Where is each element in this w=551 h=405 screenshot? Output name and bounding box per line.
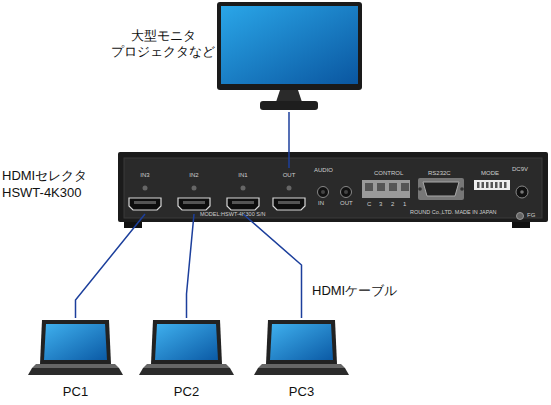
panel-label: C	[367, 201, 371, 207]
svg-circle	[341, 187, 352, 198]
panel-label: OUT	[340, 200, 353, 206]
node-text: PC2	[139, 384, 234, 401]
svg-circle	[321, 190, 325, 194]
panel-label: FG	[527, 212, 535, 218]
svg-rect	[134, 201, 156, 204]
svg-polygon	[254, 368, 349, 375]
svg-rect	[365, 183, 373, 191]
svg-rect	[474, 180, 510, 190]
node-text: IN1	[224, 172, 262, 180]
hdmi-cable	[243, 214, 302, 318]
panel-label: RS232C	[428, 170, 451, 176]
panel-label: MODE	[481, 170, 499, 176]
svg-rect	[377, 183, 385, 191]
hdmi-selector-shape	[0, 148, 551, 230]
svg-polygon	[139, 368, 234, 375]
svg-circle	[241, 186, 246, 191]
svg-polygon	[143, 364, 230, 368]
svg-circle	[520, 190, 524, 194]
panel-label: 3	[379, 201, 382, 207]
hdmi-port: OUT	[270, 168, 308, 214]
svg-polygon	[28, 368, 123, 375]
hdmi-port: IN3	[126, 168, 164, 214]
svg-rect	[495, 182, 498, 188]
laptop-pc: PC3	[254, 318, 349, 402]
svg-circle	[344, 190, 348, 194]
svg-polygon	[270, 324, 333, 360]
svg-polygon	[273, 198, 305, 210]
svg-rect	[124, 222, 142, 228]
svg-circle	[287, 186, 292, 191]
panel-label: IN	[318, 200, 324, 206]
svg-rect	[362, 180, 410, 198]
svg-rect	[118, 152, 548, 222]
svg-circle	[143, 186, 148, 191]
panel-label: 2	[391, 201, 394, 207]
svg-polygon	[129, 198, 161, 210]
svg-polygon	[151, 320, 222, 364]
svg-circle	[192, 186, 197, 191]
svg-rect	[500, 182, 503, 188]
svg-rect	[389, 183, 397, 191]
laptop-pc: PC1	[28, 318, 123, 402]
svg-polygon	[40, 320, 111, 364]
svg-circle	[516, 186, 528, 198]
panel-label: DC9V	[512, 166, 528, 172]
svg-circle	[318, 187, 329, 198]
svg-rect	[260, 101, 318, 110]
svg-polygon	[44, 324, 107, 360]
node-text: IN2	[175, 172, 213, 180]
svg-polygon	[423, 182, 459, 196]
svg-polygon	[266, 320, 337, 364]
node-text: HDMIセレクタ HSWT-4K300	[2, 168, 117, 202]
svg-rect	[221, 6, 358, 84]
node-text: OUT	[270, 172, 308, 180]
node-text: PC3	[254, 384, 349, 401]
panel-label: ROUND Co.,LTD. MADE IN JAPAN	[410, 210, 497, 216]
svg-rect	[504, 182, 507, 188]
laptop-pc: PC2	[139, 318, 234, 402]
cable-label: HDMIケーブル	[312, 284, 397, 297]
svg-circle	[418, 187, 422, 191]
svg-rect	[482, 182, 485, 188]
svg-rect	[232, 201, 254, 204]
hdmi-cable	[288, 112, 290, 168]
svg-rect	[278, 201, 300, 204]
hdmi-selector: HDMIセレクタ HSWT-4K300IN3IN2IN1OUT	[0, 148, 551, 230]
svg-polygon	[276, 90, 302, 102]
svg-polygon	[155, 324, 218, 360]
svg-rect	[217, 2, 362, 90]
svg-rect	[124, 158, 542, 218]
hdmi-port: IN2	[175, 168, 213, 214]
svg-rect	[183, 201, 205, 204]
svg-rect	[491, 182, 494, 188]
svg-polygon	[32, 364, 119, 368]
svg-rect	[512, 222, 530, 228]
hdmi-port: IN1	[224, 168, 262, 214]
node-text: IN3	[126, 172, 164, 180]
panel-label: AUDIO	[314, 167, 333, 173]
svg-rect	[486, 182, 489, 188]
svg-rect	[401, 183, 409, 191]
hdmi-cable	[187, 214, 195, 318]
panel-label: MODEL:HSWT-4K300 S/N	[200, 212, 265, 218]
node-text: 大型モニタ プロジェクタなど	[110, 28, 216, 61]
svg-circle	[460, 187, 464, 191]
panel-label: 1	[403, 201, 406, 207]
panel-label: CONTROL	[374, 170, 403, 176]
hdmi-cable	[76, 214, 146, 318]
svg-circle	[517, 213, 524, 220]
monitor: 大型モニタ プロジェクタなど	[110, 0, 366, 112]
svg-rect	[477, 182, 480, 188]
svg-polygon	[227, 198, 259, 210]
svg-rect	[418, 178, 464, 200]
svg-polygon	[258, 364, 345, 368]
svg-polygon	[178, 198, 210, 210]
node-text: PC1	[28, 384, 123, 401]
